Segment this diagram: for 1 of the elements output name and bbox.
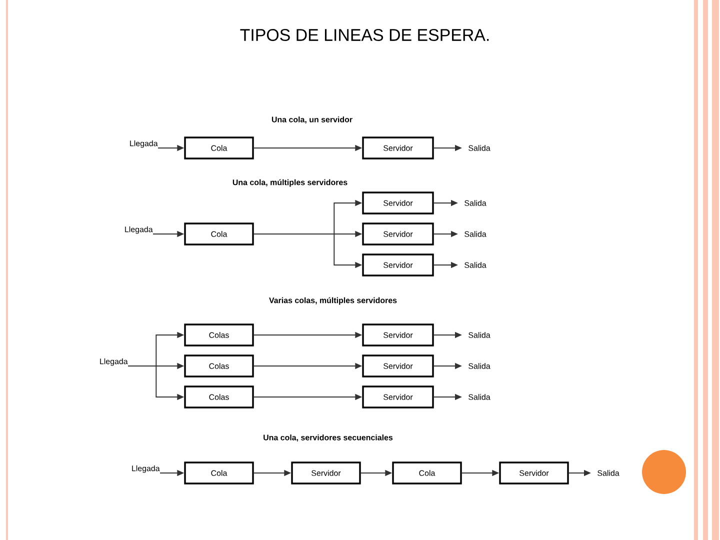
title: TIPOS DE LINEAS DE ESPERA. xyxy=(240,29,489,41)
